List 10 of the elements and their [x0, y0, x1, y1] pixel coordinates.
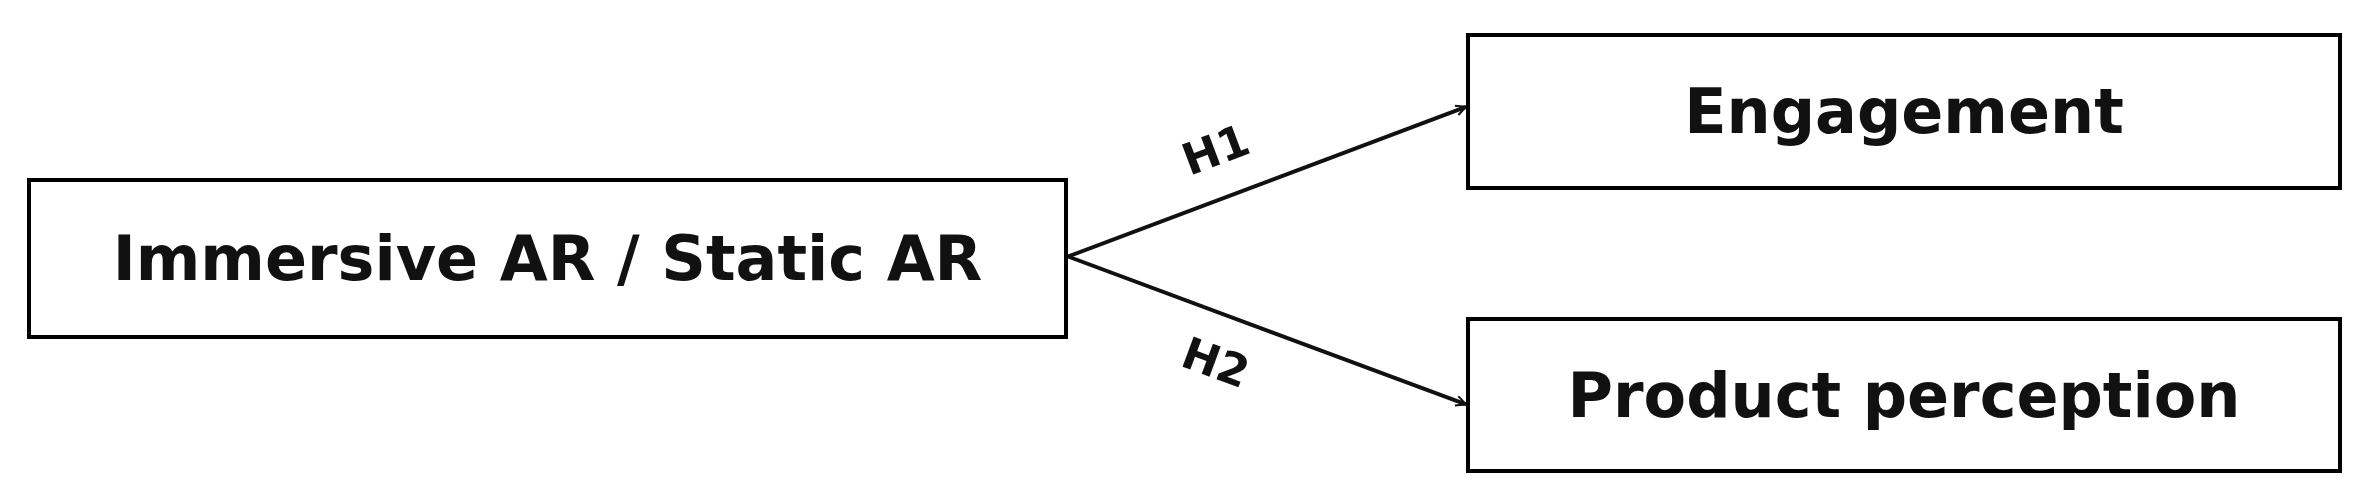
node-label: Engagement — [1684, 75, 2124, 148]
arrow — [1067, 104, 1467, 259]
process-box — [27, 178, 1068, 339]
node-label: Immersive AR / Static AR — [112, 222, 983, 295]
edge-label: H1 — [1174, 114, 1256, 186]
process-box — [1466, 317, 2342, 473]
process-box — [1466, 33, 2342, 190]
arrow — [1067, 254, 1467, 407]
node-label: Product perception — [1567, 358, 2241, 432]
edge-label: H2 — [1174, 326, 1256, 398]
